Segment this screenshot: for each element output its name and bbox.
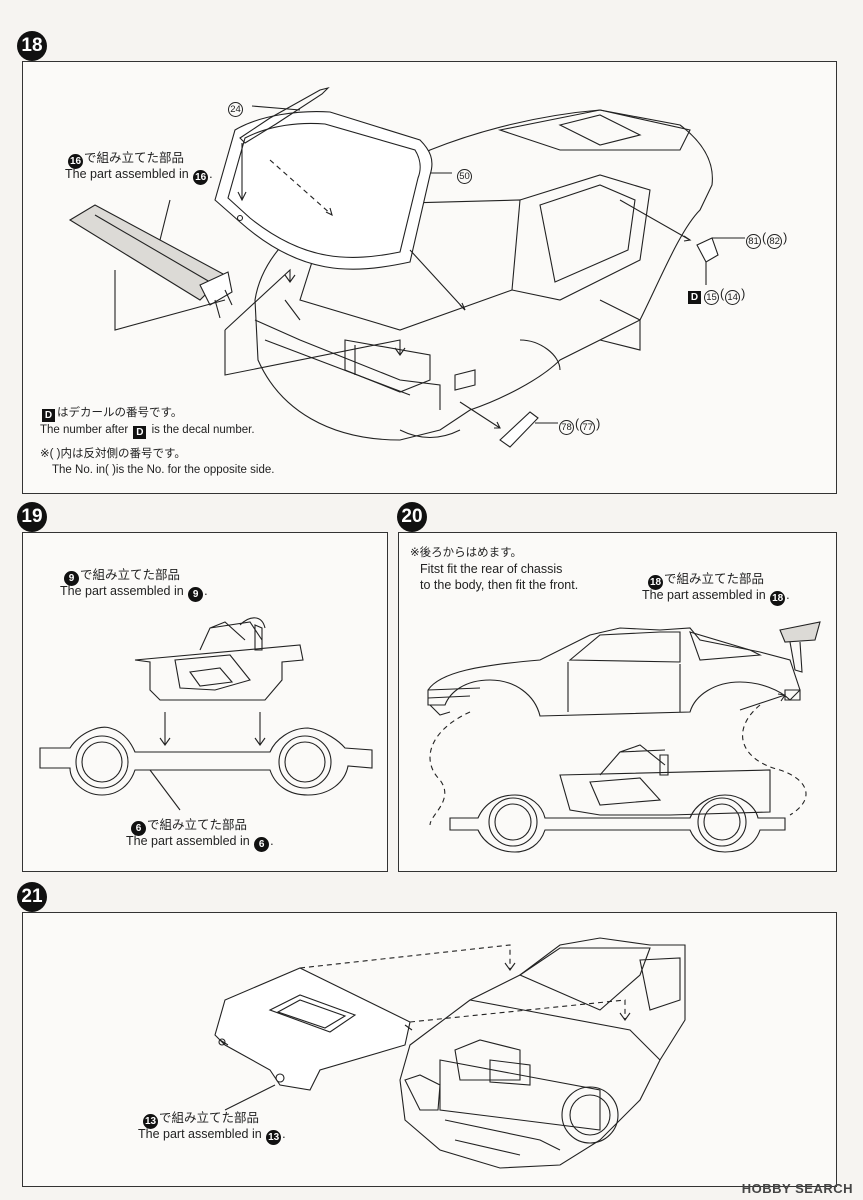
part-81-number: 81 — [746, 234, 761, 249]
step-20-callout-ref: 18 — [648, 575, 663, 590]
decal-note-en-prefix: The number after — [40, 424, 129, 436]
watermark: HOBBY SEARCH — [741, 1181, 853, 1196]
part-78-77-label: 78(77) — [558, 416, 600, 435]
part-82-number: 82 — [767, 234, 783, 249]
step-19-panel — [22, 532, 388, 872]
opposite-note-en: The No. in( )is the No. for the opposite… — [52, 464, 275, 476]
step-19-top-en: The part assembled in 9. — [60, 584, 208, 602]
step-19-top-en-text: The part assembled in — [60, 584, 184, 598]
part-24-number: 24 — [228, 102, 243, 117]
part-24-label: 24 — [227, 98, 244, 117]
part-50-number: 50 — [457, 169, 472, 184]
step-18-callout-jp-text: で組み立てた部品 — [84, 151, 185, 165]
step-19-bottom-en-ref: 6 — [254, 837, 270, 852]
step-18-callout-ref-number: 16 — [68, 154, 83, 169]
step-20-callout-jp-text: で組み立てた部品 — [664, 572, 765, 586]
decal-note-en-suffix: is the decal number. — [151, 424, 255, 436]
step-18-callout-en-ref: 16 — [193, 170, 209, 185]
part-81-82-label: 81(82) — [745, 230, 787, 249]
step-20-callout-en: The part assembled in 18. — [642, 588, 790, 606]
step-21-callout-en-text: The part assembled in — [138, 1127, 262, 1141]
part-78-number: 78 — [559, 420, 574, 435]
step-19-badge: 19 — [17, 502, 47, 532]
step-20-note-en-1: Fitst fit the rear of chassis — [420, 562, 563, 576]
decal-note-en: The number after D is the decal number. — [40, 422, 255, 439]
step-19-top-ref: 9 — [64, 571, 79, 586]
step-18-callout-en-text: The part assembled in — [65, 167, 189, 181]
decal-note-jp-text: はデカールの番号です。 — [57, 407, 183, 419]
step-19-bottom-en-text: The part assembled in — [126, 834, 250, 848]
step-20-note-jp: ※後ろからはめます。 — [410, 547, 522, 559]
decal-note-en-marker: D — [133, 426, 147, 439]
step-19-bottom-ref: 6 — [131, 821, 146, 836]
step-19-bottom-en: The part assembled in 6. — [126, 834, 274, 852]
step-21-callout-jp-text: で組み立てた部品 — [159, 1111, 260, 1125]
decal-marker: D — [688, 291, 701, 304]
step-19-top-jp-text: で組み立てた部品 — [80, 568, 181, 582]
step-18-badge: 18 — [17, 31, 47, 61]
decal-note-marker: D — [42, 409, 55, 422]
step-21-callout-en-ref: 13 — [266, 1130, 282, 1145]
step-21-badge: 21 — [17, 882, 47, 912]
opposite-note-jp: ※( )内は反対側の番号です。 — [40, 448, 186, 460]
decal-15-number: 15 — [704, 290, 719, 305]
step-19-top-en-ref: 9 — [188, 587, 204, 602]
step-21-callout-en: The part assembled in 13. — [138, 1127, 286, 1145]
step-21-callout-ref: 13 — [143, 1114, 158, 1129]
part-77-number: 77 — [580, 420, 596, 435]
step-20-callout-en-ref: 18 — [770, 591, 786, 606]
step-20-note-en-2: to the body, then fit the front. — [420, 578, 579, 592]
step-18-panel — [22, 61, 837, 494]
step-20-badge: 20 — [397, 502, 427, 532]
step-18-callout-en: The part assembled in 16. — [65, 167, 213, 185]
step-19-bottom-jp-text: で組み立てた部品 — [147, 818, 248, 832]
step-20-callout-en-text: The part assembled in — [642, 588, 766, 602]
part-50-label: 50 — [456, 165, 473, 184]
decal-14-number: 14 — [725, 290, 741, 305]
